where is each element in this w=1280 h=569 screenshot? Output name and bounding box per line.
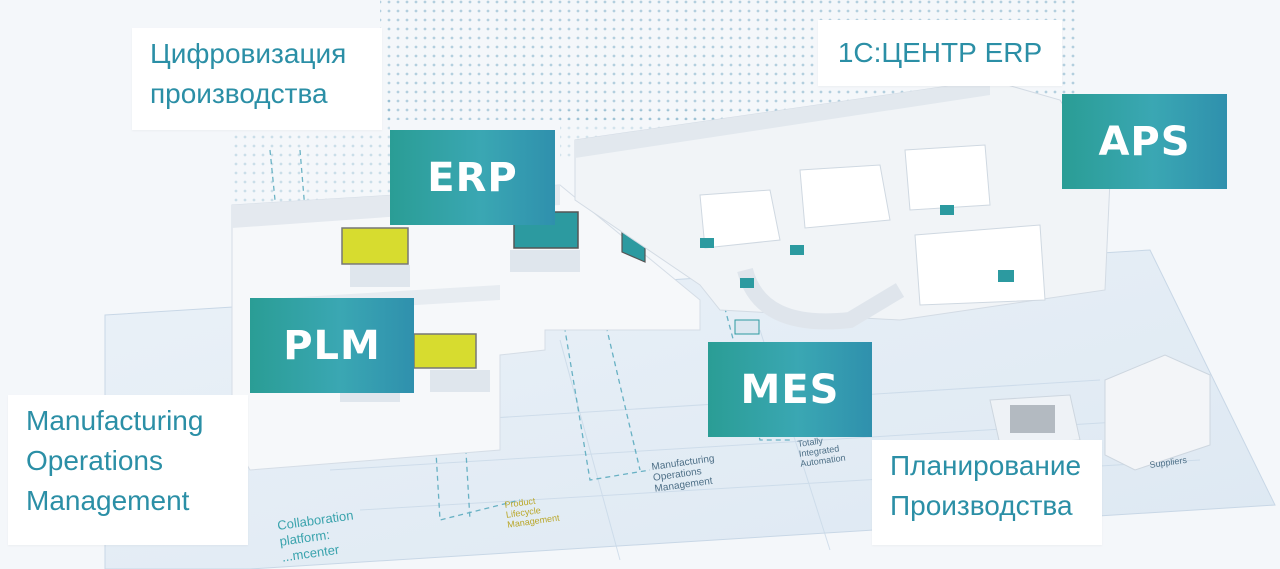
digitalization-label: Цифровизация производства [132,28,382,130]
mom-line-2: Operations [26,445,163,476]
supplier-building [1104,354,1211,471]
digitalization-line-1: Цифровизация [150,38,347,69]
warehouse [989,394,1081,446]
planning-label: Планирование Производства [872,440,1102,545]
yellow-screen-2 [413,333,477,369]
digitalization-line-2: производства [150,78,328,109]
plm-floor-text: Product Lifecycle Management [504,493,561,530]
plm-text: PLM [283,322,381,369]
planning-line-2: Производства [890,490,1073,521]
erp-text: ERP [427,154,518,201]
aps-text: APS [1098,118,1191,165]
mom-line-1: Manufacturing [26,405,204,436]
center-erp-text: 1С:ЦЕНТР ERP [837,37,1043,68]
yellow-screen-1 [341,227,409,265]
center-erp-label: 1С:ЦЕНТР ERP [818,20,1062,86]
planning-line-1: Планирование [890,450,1082,481]
plm-label: PLM [250,298,414,393]
mom-label: Manufacturing Operations Management [8,395,248,545]
aps-label: APS [1062,94,1227,189]
mes-text: MES [740,366,840,413]
mom-line-3: Management [26,485,190,516]
erp-label: ERP [390,130,555,225]
factory-hall [574,79,1111,335]
mes-label: MES [708,342,872,437]
